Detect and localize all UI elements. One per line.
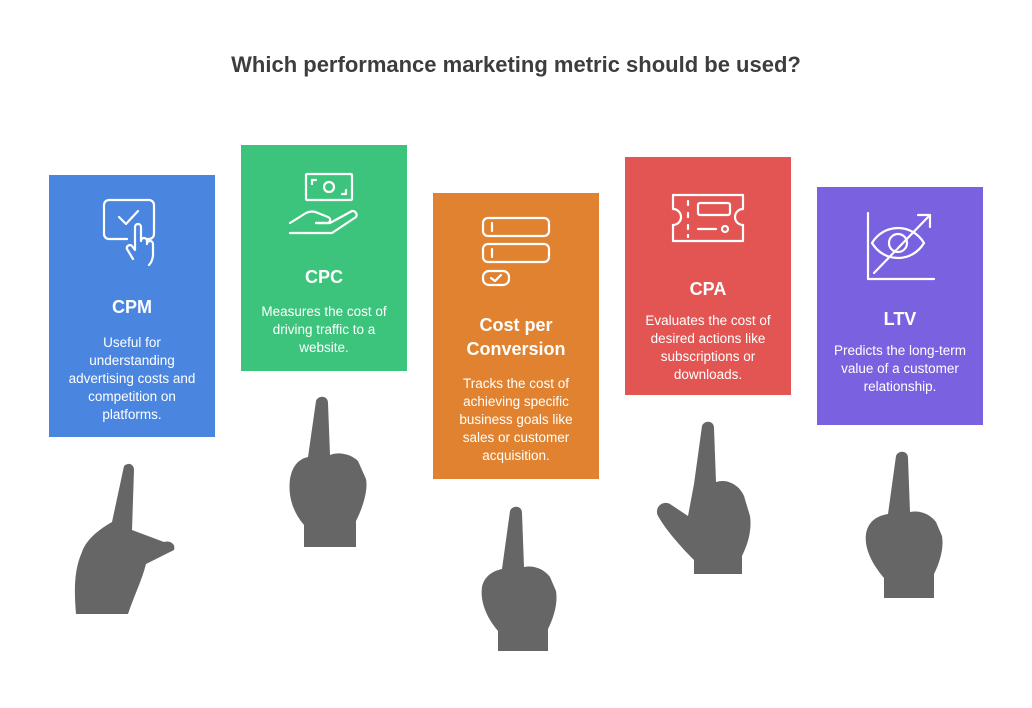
page-title: Which performance marketing metric shoul… — [231, 52, 801, 77]
card-title: CPC — [304, 267, 343, 287]
card-description: Useful for understanding advertising cos… — [68, 335, 196, 422]
card-description: Tracks the cost of achieving specific bu… — [459, 376, 573, 463]
pointing-hand-icon — [654, 420, 754, 576]
ticket-icon — [625, 191, 791, 245]
card-ltv: LTV Predicts the long-term value of a cu… — [817, 187, 983, 425]
money-hand-icon — [241, 171, 407, 237]
card-cpc: CPC Measures the cost of driving traffic… — [241, 145, 407, 371]
card-description: Measures the cost of driving traffic to … — [261, 304, 387, 355]
eye-growth-chart-icon — [817, 209, 983, 283]
form-checklist-icon — [433, 215, 599, 289]
card-title: CPA — [689, 279, 727, 299]
card-cost-per-conversion: Cost per Conversion Tracks the cost of a… — [433, 193, 599, 479]
pointing-hand-icon — [282, 395, 368, 549]
pointing-hand-icon — [68, 460, 180, 616]
pointing-hand-icon — [860, 450, 946, 600]
pointing-hand-icon — [474, 505, 560, 653]
card-title: Cost per Conversion — [466, 315, 566, 359]
card-cpa: CPA Evaluates the cost of desired action… — [625, 157, 791, 395]
card-cpm: CPM Useful for understanding advertising… — [49, 175, 215, 437]
card-title: LTV — [883, 309, 917, 329]
card-title: CPM — [112, 297, 152, 317]
touch-screen-icon — [49, 197, 215, 269]
card-description: Predicts the long-term value of a custom… — [833, 343, 967, 394]
card-description: Evaluates the cost of desired actions li… — [645, 313, 771, 382]
